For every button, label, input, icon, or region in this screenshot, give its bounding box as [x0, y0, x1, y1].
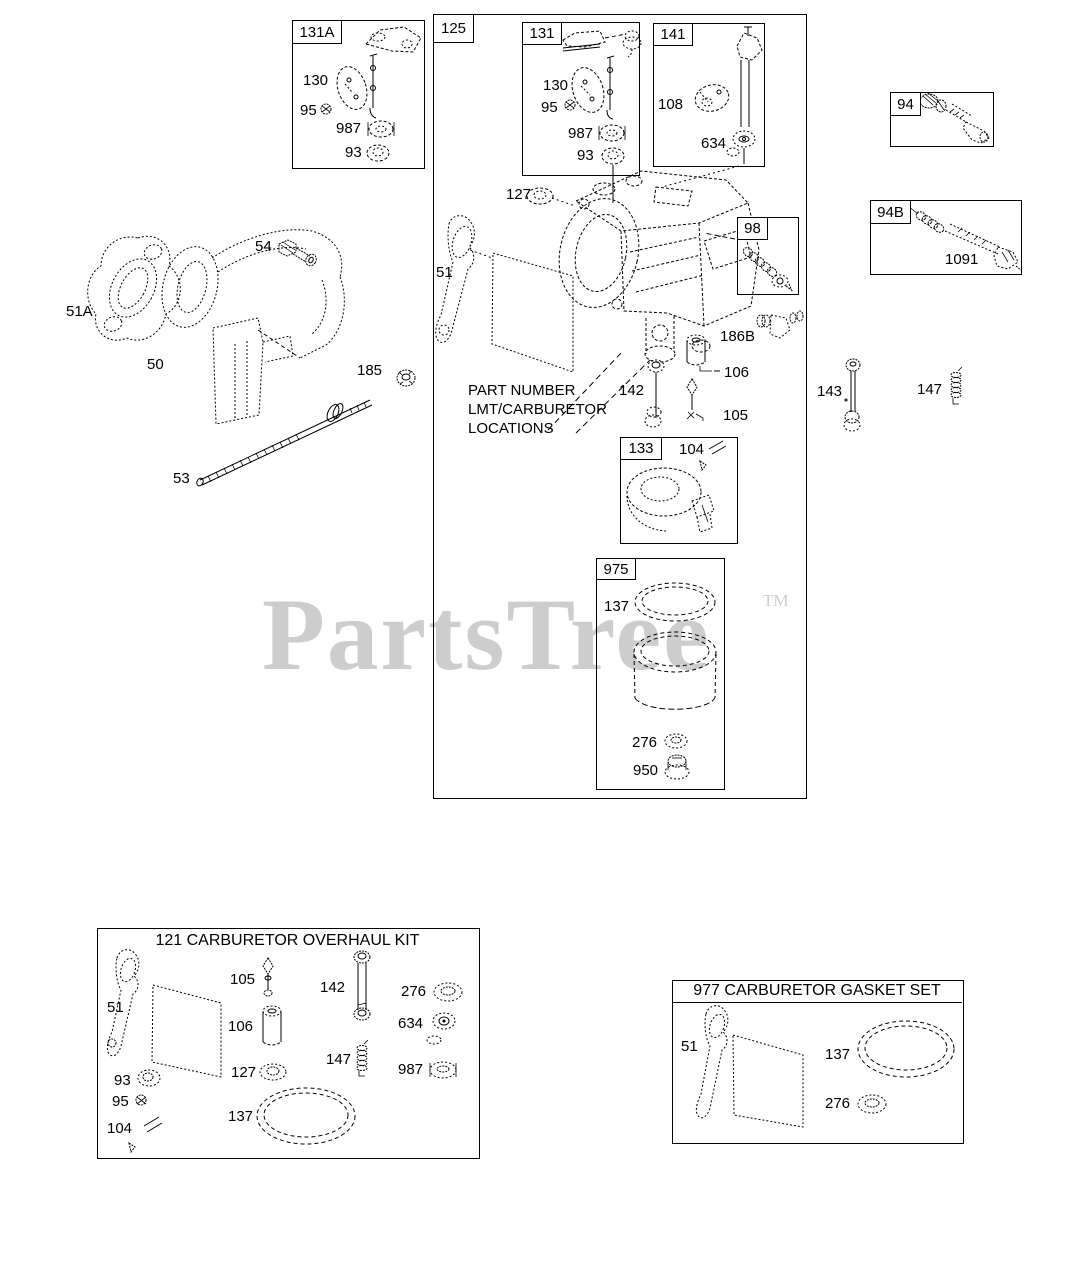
group-tag-131A: 131A — [292, 20, 342, 44]
group-box-125 — [433, 14, 807, 799]
set-977-title: 977 CARBURETOR GASKET SET — [693, 982, 941, 999]
part-label-276: 276 — [825, 1095, 851, 1112]
pump-parts-drawing — [644, 310, 804, 428]
group-box-131A — [292, 20, 425, 169]
part-label-93: 93 — [345, 144, 362, 161]
part-label-634: 634 — [398, 1015, 424, 1032]
ring-127-drawing — [526, 187, 554, 205]
nut-185-drawing — [396, 369, 416, 387]
part-label-93: 93 — [577, 147, 594, 164]
throttle-bracket-131A-drawing — [320, 26, 422, 162]
part-label-105: 105 — [723, 407, 749, 424]
group-box-set-977 — [672, 980, 964, 1144]
part-label-105: 105 — [230, 971, 256, 988]
manifold-50-drawing — [161, 229, 345, 425]
part-label-137: 137 — [604, 598, 630, 615]
group-tag-141: 141 — [653, 23, 693, 46]
part-label-142: 142 — [320, 979, 346, 996]
part-label-276: 276 — [401, 983, 427, 1000]
part-label-276: 276 — [632, 734, 658, 751]
group-box-131 — [522, 22, 640, 176]
screw-54-drawing — [278, 239, 317, 267]
group-tag-98: 98 — [737, 217, 768, 240]
kit-121-drawings — [106, 949, 463, 1154]
part-label-95: 95 — [541, 99, 558, 116]
part-label-95: 95 — [112, 1093, 129, 1110]
group-box-98 — [737, 217, 799, 295]
group-tag-133: 133 — [620, 437, 662, 460]
diagram-note: PART NUMBER LMT/CARBURETOR LOCATIONS — [468, 381, 607, 438]
part-label-108: 108 — [658, 96, 684, 113]
part-label-127: 127 — [231, 1064, 257, 1081]
gasket-51A-drawing — [87, 235, 181, 341]
part-label-51A: 51A — [66, 303, 93, 320]
part-label-130: 130 — [543, 77, 569, 94]
part-label-51: 51 — [107, 999, 124, 1016]
group-tag-125: 125 — [433, 14, 474, 43]
part-label-54: 54 — [255, 238, 272, 255]
group-tag-131: 131 — [522, 22, 562, 45]
set-977-drawings — [695, 1005, 955, 1128]
part-label-950: 950 — [633, 762, 659, 779]
throttle-bracket-131-drawing — [562, 30, 642, 165]
group-box-94B — [870, 200, 1022, 275]
part-label-53: 53 — [173, 470, 190, 487]
part-label-104: 104 — [107, 1120, 133, 1137]
group-box-kit-121 — [97, 928, 480, 1159]
part-label-127: 127 — [506, 186, 532, 203]
watermark-text: PartsTree — [262, 578, 711, 692]
part-label-142: 142 — [619, 382, 645, 399]
part-label-106: 106 — [724, 364, 750, 381]
part-label-51: 51 — [436, 264, 453, 281]
part-label-147: 147 — [326, 1051, 352, 1068]
group-tag-94B: 94B — [870, 200, 911, 224]
part-label-50: 50 — [147, 356, 164, 373]
part-label-185: 185 — [357, 362, 383, 379]
note-line-1: PART NUMBER — [468, 382, 576, 399]
part-label-634: 634 — [701, 135, 727, 152]
group-box-133 — [620, 437, 738, 544]
group-box-975 — [596, 558, 725, 790]
kit-121-title: 121 CARBURETOR OVERHAUL KIT — [155, 932, 420, 949]
gasket-51-drawing — [435, 215, 574, 373]
set-977-header: 977 CARBURETOR GASKET SET — [672, 980, 962, 1003]
part-label-51: 51 — [681, 1038, 698, 1055]
float-133-drawing — [626, 440, 727, 533]
group-tag-975: 975 — [596, 558, 636, 580]
part-label-987: 987 — [336, 120, 362, 137]
float-bowl-975-drawing — [633, 582, 717, 780]
note-line-2: LMT/CARBURETOR — [468, 401, 607, 418]
needle-valve-94B-drawing — [907, 205, 1022, 271]
part-label-95: 95 — [300, 102, 317, 119]
note-line-3: LOCATIONS — [468, 420, 554, 437]
spring-147-drawing — [950, 366, 963, 405]
part-label-186B: 186B — [720, 328, 756, 345]
part-label-987: 987 — [398, 1061, 424, 1078]
part-label-143: 143 — [817, 383, 843, 400]
part-label-1091: 1091 — [945, 251, 979, 268]
link-143-drawing — [843, 358, 861, 432]
part-label-137: 137 — [825, 1046, 851, 1063]
stud-53-drawing — [196, 399, 373, 487]
group-box-94 — [890, 92, 994, 147]
spring-screw-98-drawing — [742, 247, 794, 292]
leader-lines — [547, 148, 745, 434]
group-box-141 — [653, 23, 765, 167]
part-label-147: 147 — [917, 381, 943, 398]
group-tag-94: 94 — [890, 92, 921, 116]
part-label-987: 987 — [568, 125, 594, 142]
part-label-104: 104 — [679, 441, 705, 458]
watermark-tm: TM — [763, 591, 789, 610]
part-label-137: 137 — [228, 1108, 254, 1125]
part-label-106: 106 — [228, 1018, 254, 1035]
part-label-93: 93 — [114, 1072, 131, 1089]
choke-assembly-141-drawing — [694, 26, 763, 157]
part-label-130: 130 — [303, 72, 329, 89]
